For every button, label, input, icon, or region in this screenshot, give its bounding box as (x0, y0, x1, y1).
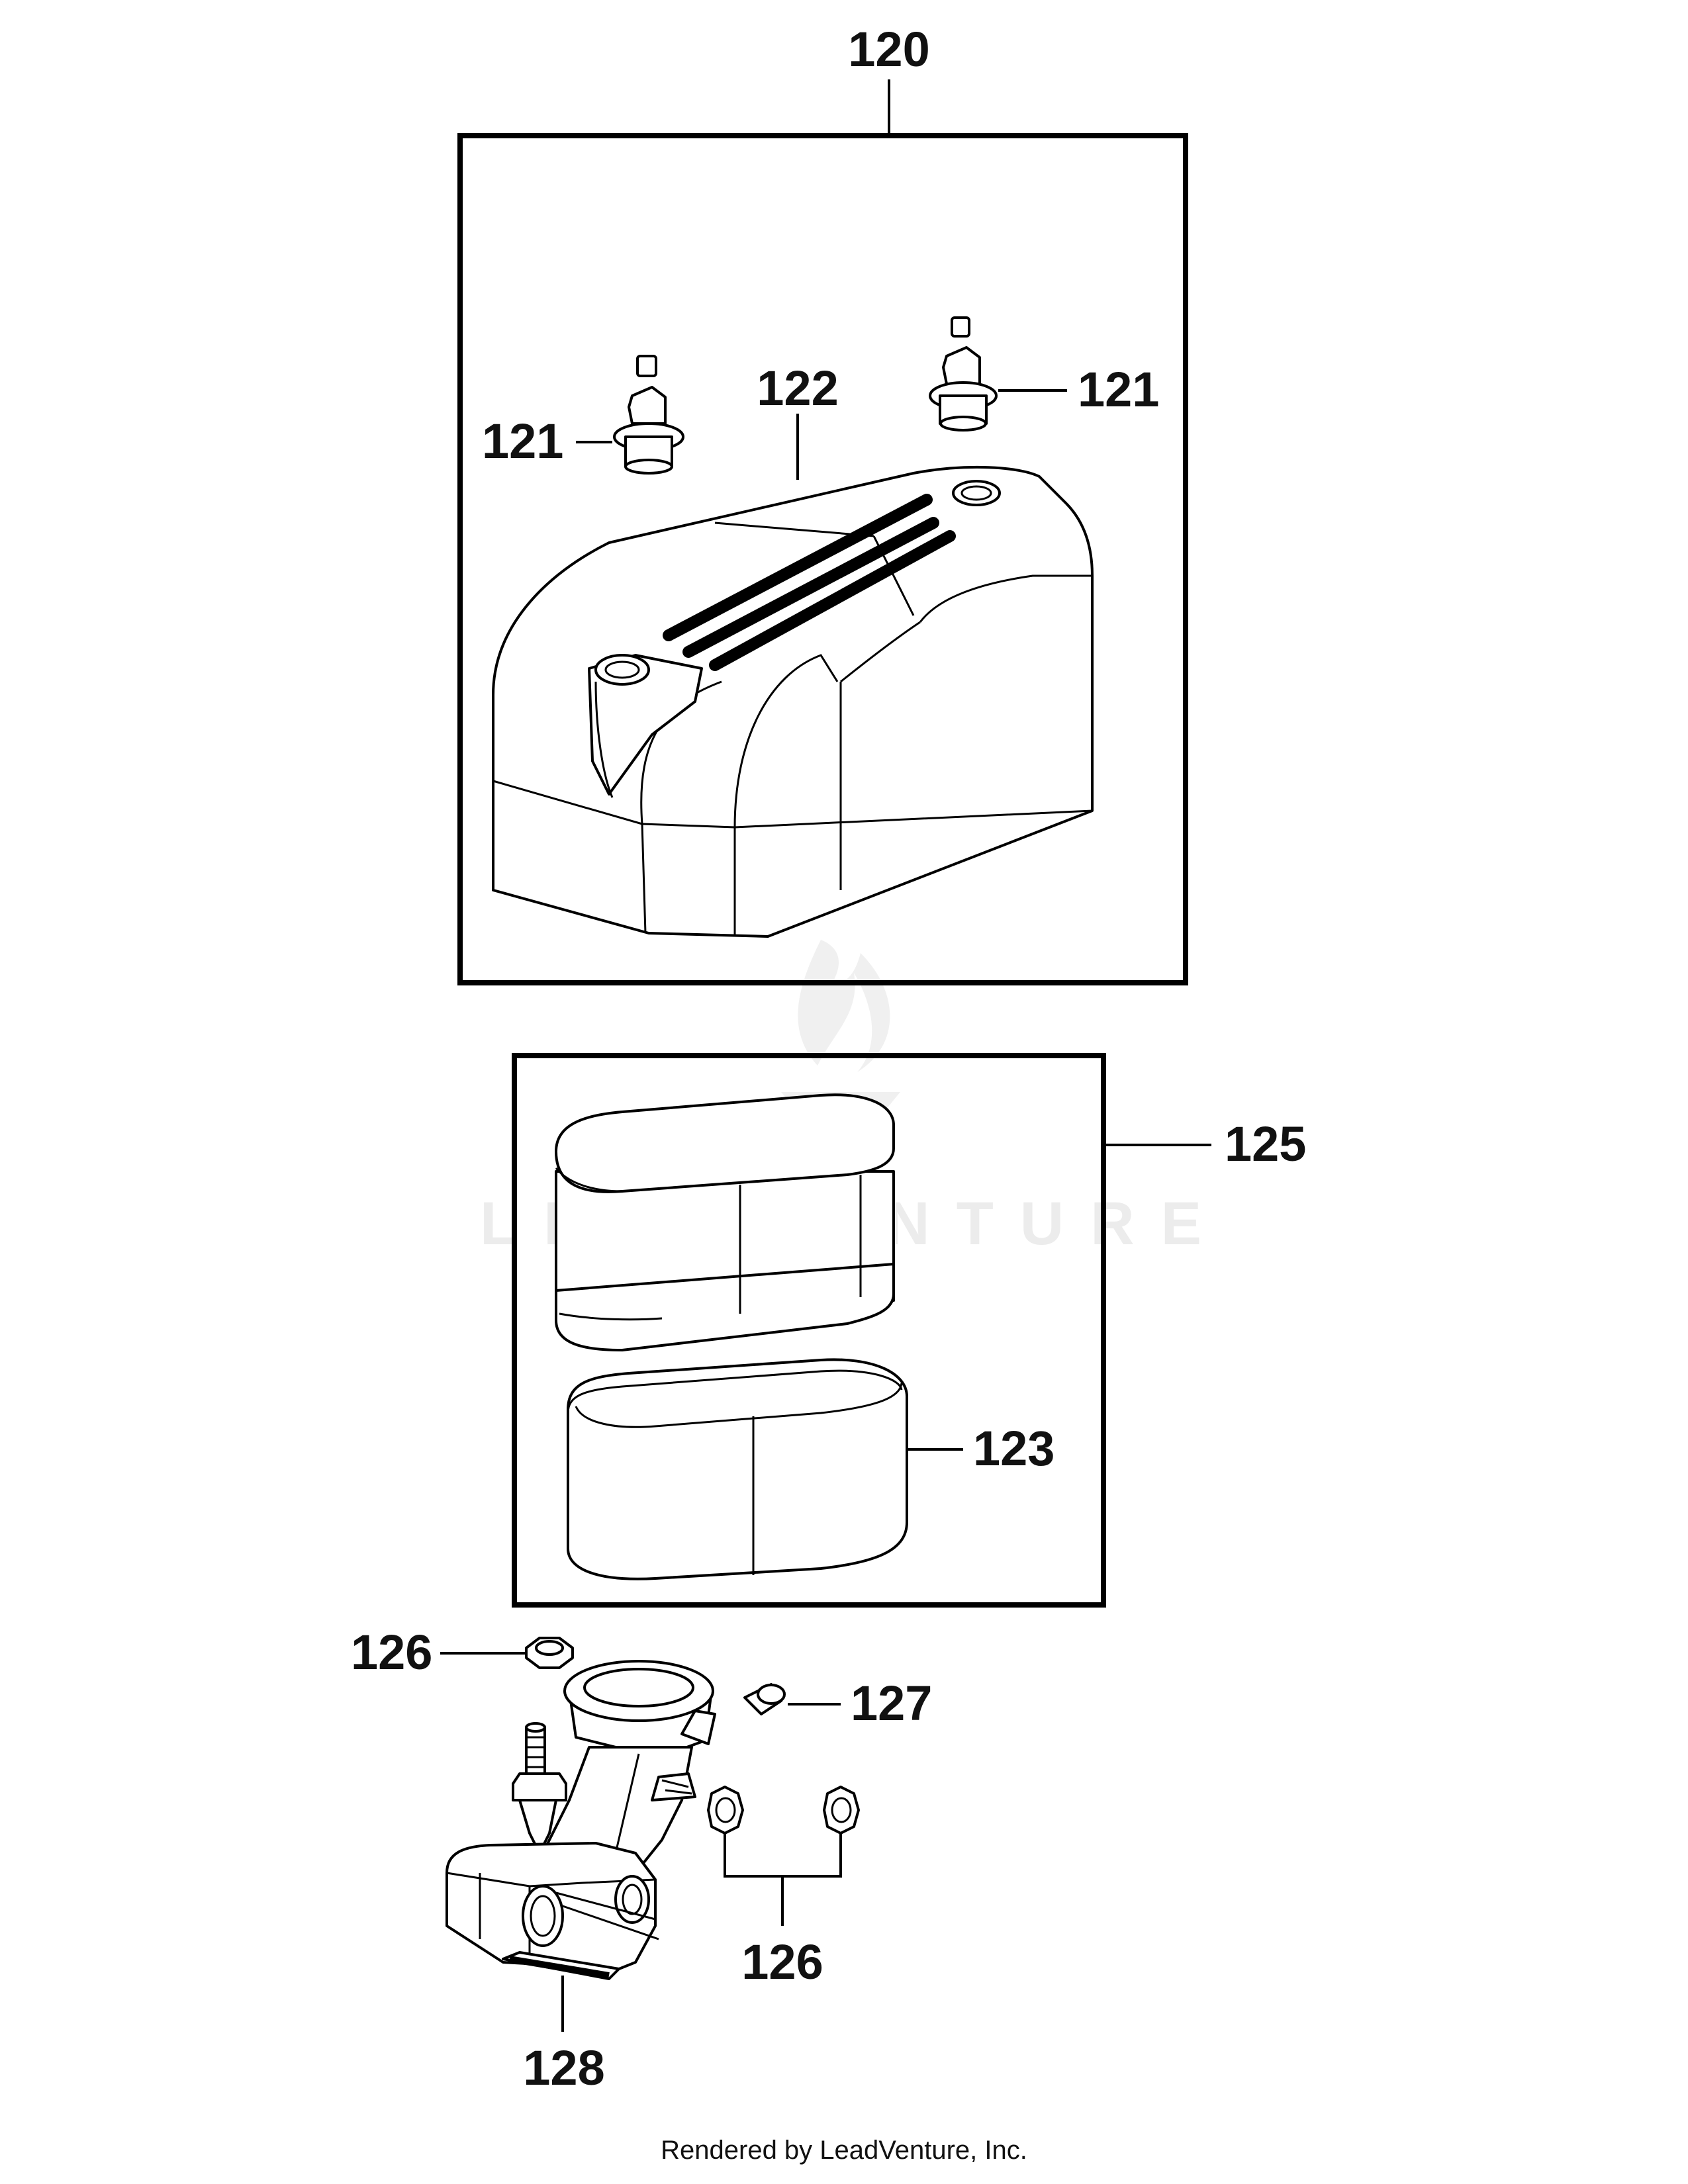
callout-121-left: 121 (482, 414, 563, 469)
knob-left (613, 355, 684, 475)
callout-127: 127 (851, 1676, 932, 1731)
footer-credit: Rendered by LeadVenture, Inc. (661, 2136, 1027, 2165)
callout-123: 123 (973, 1421, 1055, 1476)
watermark-flame-icon (798, 940, 890, 1072)
assembly-box-120 (457, 133, 1188, 985)
nut-bottom-left (707, 1786, 744, 1835)
leader-126-bottom-bracket (724, 1833, 842, 1878)
callout-128: 128 (523, 2040, 604, 2095)
nut-top (525, 1637, 574, 1669)
callout-125: 125 (1225, 1116, 1306, 1171)
callout-126-bottom: 126 (741, 1934, 823, 1989)
nut-bottom-right (823, 1786, 860, 1835)
hose-fitting (743, 1683, 786, 1715)
callout-121-right: 121 (1078, 362, 1159, 417)
callout-120: 120 (848, 22, 929, 77)
callout-122: 122 (757, 361, 838, 416)
pre-cleaner (567, 1358, 908, 1580)
air-cleaner-cover (492, 465, 1094, 938)
assembly-box-125 (512, 1053, 1106, 1608)
knob-right (929, 316, 998, 432)
filter-element (555, 1093, 895, 1351)
callout-126-top: 126 (351, 1625, 432, 1680)
air-cleaner-base (445, 1660, 716, 1980)
